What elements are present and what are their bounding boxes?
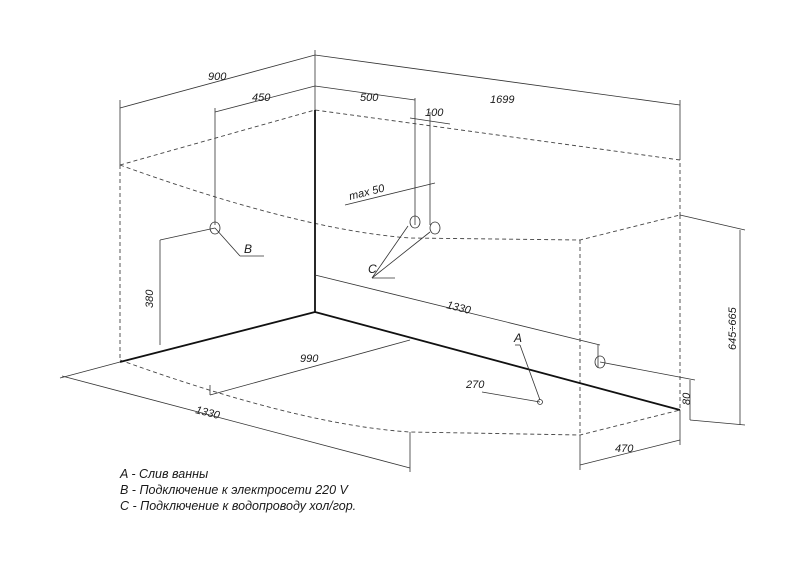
label-a: A — [513, 331, 522, 345]
water-inlet-cold-icon — [409, 215, 421, 229]
dim-1330-left: 1330 — [194, 404, 222, 422]
wall-lines — [119, 110, 681, 411]
dim-380: 380 — [144, 289, 156, 308]
label-b: B — [244, 242, 252, 256]
dimension-labels: 900 450 500 100 1699 max 50 380 1330 990… — [144, 71, 739, 455]
water-inlet-hot-icon — [429, 221, 441, 235]
leader-labels: B C A — [244, 242, 522, 345]
dim-1330-top: 1330 — [445, 299, 473, 317]
dim-80: 80 — [681, 392, 693, 405]
dim-990: 990 — [300, 353, 319, 365]
fittings — [209, 215, 606, 405]
dim-100: 100 — [425, 107, 444, 119]
leader-lines — [214, 225, 541, 401]
dim-470: 470 — [615, 443, 634, 455]
legend-item-a: A - Слив ванны — [120, 467, 209, 481]
drain-a-icon — [594, 355, 606, 369]
legend-item-c: C - Подключение к водопроводу хол/гор. — [120, 499, 357, 513]
outlet-b-icon — [209, 221, 221, 235]
dim-450: 450 — [252, 92, 271, 104]
legend: A - Слив ванны B - Подключение к электро… — [120, 466, 356, 514]
dim-1699: 1699 — [490, 94, 514, 106]
dim-645-665: 645÷665 — [727, 306, 739, 350]
legend-item-b: B - Подключение к электросети 220 V — [120, 483, 348, 497]
dim-270: 270 — [465, 379, 485, 391]
dimension-lines — [59, 50, 746, 472]
label-c: C — [368, 262, 377, 276]
tub-outline — [119, 109, 681, 436]
dim-500: 500 — [360, 92, 379, 104]
dim-900: 900 — [208, 71, 227, 83]
